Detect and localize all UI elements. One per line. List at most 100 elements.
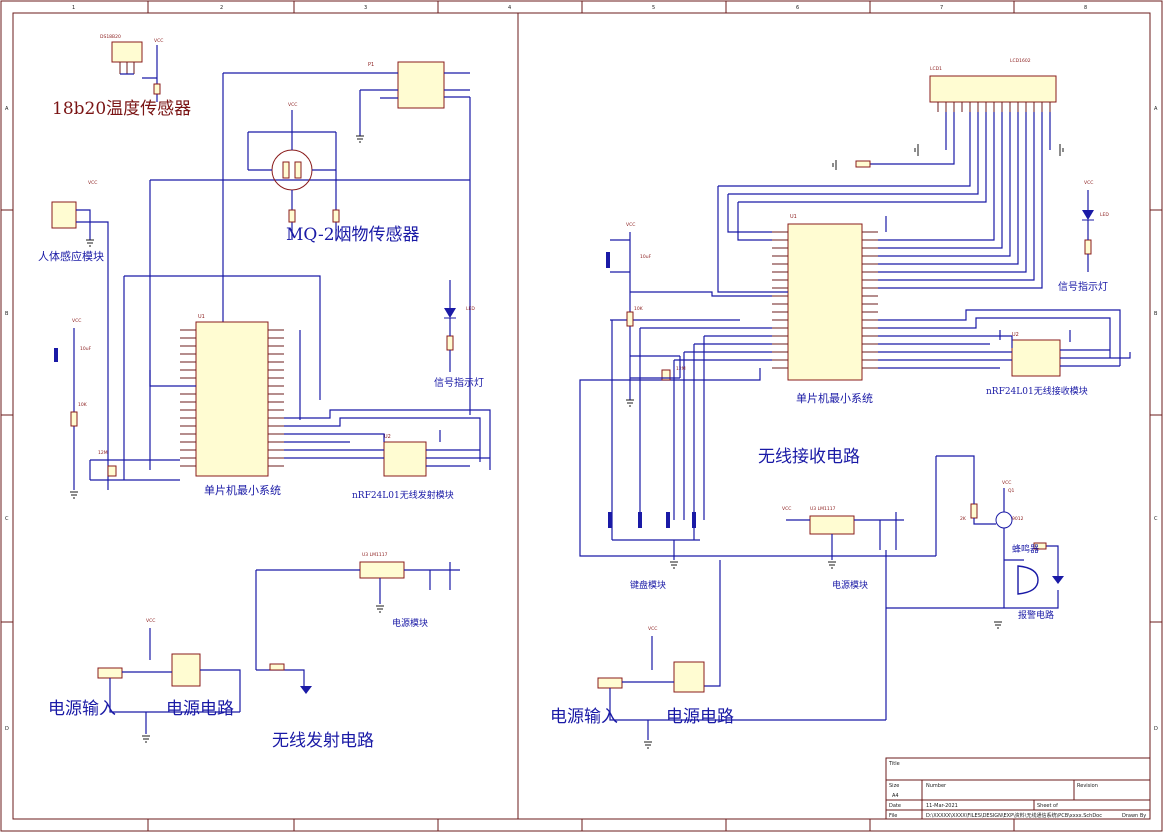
revision-label: Revision: [1077, 783, 1098, 789]
col-marker-8: 8: [1084, 5, 1087, 11]
col-marker-5: 5: [652, 5, 655, 11]
label-pir: 人体感应模块: [38, 249, 104, 263]
size-value: A4: [892, 793, 899, 799]
label-alarm: 报警电路: [1018, 609, 1054, 621]
file-label: File: [889, 813, 897, 819]
col-marker-2: 2: [220, 5, 223, 11]
alarm-q-ref: Q1: [1008, 488, 1015, 494]
left-led-label: LED: [466, 306, 475, 312]
ds18b20-vcc: VCC: [154, 38, 163, 44]
col-marker-6: 6: [796, 5, 799, 11]
row-marker-c: C: [5, 516, 9, 522]
drawn-by-label: Drawn By: [1122, 813, 1146, 819]
row-marker-a-right: A: [1154, 106, 1158, 112]
label-left-signal: 信号指示灯: [434, 376, 484, 389]
alarm-res-2k: 2K: [960, 516, 967, 522]
right-reg-ref: U3 LM1117: [810, 506, 836, 512]
sheet-label: Sheet of: [1037, 803, 1058, 809]
left-reset-cap: 10uF: [80, 346, 92, 352]
label-buzzer: 蜂鸣器: [1012, 543, 1039, 555]
number-label: Number: [926, 783, 947, 789]
nrf-rx-ref: U2: [1012, 332, 1019, 338]
left-reset-res: 10K: [78, 402, 88, 408]
left-crystal: 12M: [89, 450, 180, 481]
label-left-mcu: 单片机最小系统: [204, 483, 281, 497]
size-label: Size: [889, 783, 899, 789]
label-right-power-circuit: 电源电路: [666, 707, 734, 727]
row-marker-c-right: C: [1154, 516, 1158, 522]
right-reset-res: 10K: [634, 306, 644, 312]
right-reset-circuit: VCC 10uF 10K 12M: [606, 222, 772, 407]
nrf-rx-module: U2: [990, 330, 1131, 377]
date-value: 11-Mar-2021: [926, 803, 958, 809]
wifi-module-ref: P1: [368, 62, 374, 68]
left-mcu-chip: U1: [124, 275, 491, 477]
right-input-vcc: VCC: [648, 626, 657, 632]
right-mcu-ref: U1: [790, 214, 797, 220]
right-reg-vcc: VCC: [782, 506, 791, 512]
row-marker-b: B: [5, 311, 9, 317]
row-marker-b-right: B: [1154, 311, 1158, 317]
label-right-signal: 信号指示灯: [1058, 280, 1108, 293]
nrf-tx-module: U2: [350, 430, 490, 477]
pir-vcc: VCC: [88, 180, 97, 186]
left-power-regulator: U3 LM1117: [255, 552, 460, 670]
label-left-power-in: 电源输入: [48, 699, 116, 719]
label-left-power-module: 电源模块: [392, 617, 428, 629]
label-mq2: MQ-2烟物传感器: [286, 225, 420, 245]
mq2-vcc: VCC: [288, 102, 297, 108]
date-label: Date: [889, 803, 901, 809]
label-right-power-in: 电源输入: [550, 707, 618, 727]
left-reset-circuit: VCC 10uF 10K: [54, 318, 92, 499]
label-nrf-tx: nRF24L01无线发射模块: [352, 489, 454, 501]
right-crystal-label: 12M: [676, 366, 686, 372]
title-block: Title Size A4 Number Revision Date 11-Ma…: [885, 757, 1151, 820]
right-power-input: VCC: [597, 626, 886, 749]
label-keyboard: 键盘模块: [630, 579, 666, 591]
right-led-vcc: VCC: [1084, 180, 1093, 186]
right-power-regulator: U3 LM1117 VCC: [696, 506, 904, 720]
right-mcu-chip: U1: [579, 186, 1121, 557]
alarm-circuit: VCC 9012 Q1 2K: [886, 455, 1064, 629]
left-reset-vcc: VCC: [72, 318, 81, 324]
label-nrf-rx: nRF24L01无线接收模块: [986, 385, 1088, 397]
lcd1602-module: LCD1602 LCD1: [718, 58, 1064, 258]
right-led-label: LED: [1100, 212, 1109, 218]
alarm-q-type: 9012: [1012, 516, 1024, 522]
title-label: Title: [888, 761, 900, 767]
left-signal-led: LED: [444, 280, 475, 372]
wifi-module: P1: [223, 61, 470, 143]
row-marker-d-right: D: [1154, 726, 1158, 732]
mq2-sensor: VCC: [247, 102, 340, 240]
left-mcu-ref: U1: [198, 314, 205, 320]
label-right-power-module: 电源模块: [832, 579, 868, 591]
keyboard-switches: [608, 320, 700, 569]
label-left-power-circuit: 电源电路: [166, 699, 234, 719]
row-marker-d: D: [5, 726, 9, 732]
lcd-title: LCD1602: [1010, 58, 1031, 64]
col-marker-4: 4: [508, 5, 511, 11]
col-marker-7: 7: [940, 5, 943, 11]
right-signal-led: VCC LED: [1082, 180, 1109, 272]
ds18b20-ref: DS18B20: [100, 34, 121, 40]
pir-sensor: VCC: [51, 180, 109, 490]
file-value: D:\XXXXX\XXXX\FILES\DESIGN\EXP\资料\无线通信系统…: [926, 812, 1102, 819]
left-power-input: VCC: [97, 618, 312, 743]
label-18b20: 18b20温度传感器: [52, 99, 191, 119]
left-crystal-label: 12M: [98, 450, 108, 456]
nrf-tx-ref: U2: [384, 434, 391, 440]
label-rx-circuit: 无线接收电路: [758, 447, 860, 467]
col-marker-3: 3: [364, 5, 367, 11]
right-reset-vcc: VCC: [626, 222, 635, 228]
label-tx-circuit: 无线发射电路: [272, 731, 374, 751]
row-marker-a: A: [5, 106, 9, 112]
lcd-ref: LCD1: [930, 66, 942, 72]
label-right-mcu: 单片机最小系统: [796, 391, 873, 405]
left-input-vcc: VCC: [146, 618, 155, 624]
alarm-vcc: VCC: [1002, 480, 1011, 486]
col-marker-1: 1: [72, 5, 75, 11]
ds18b20-sensor: DS18B20 VCC: [100, 34, 163, 102]
